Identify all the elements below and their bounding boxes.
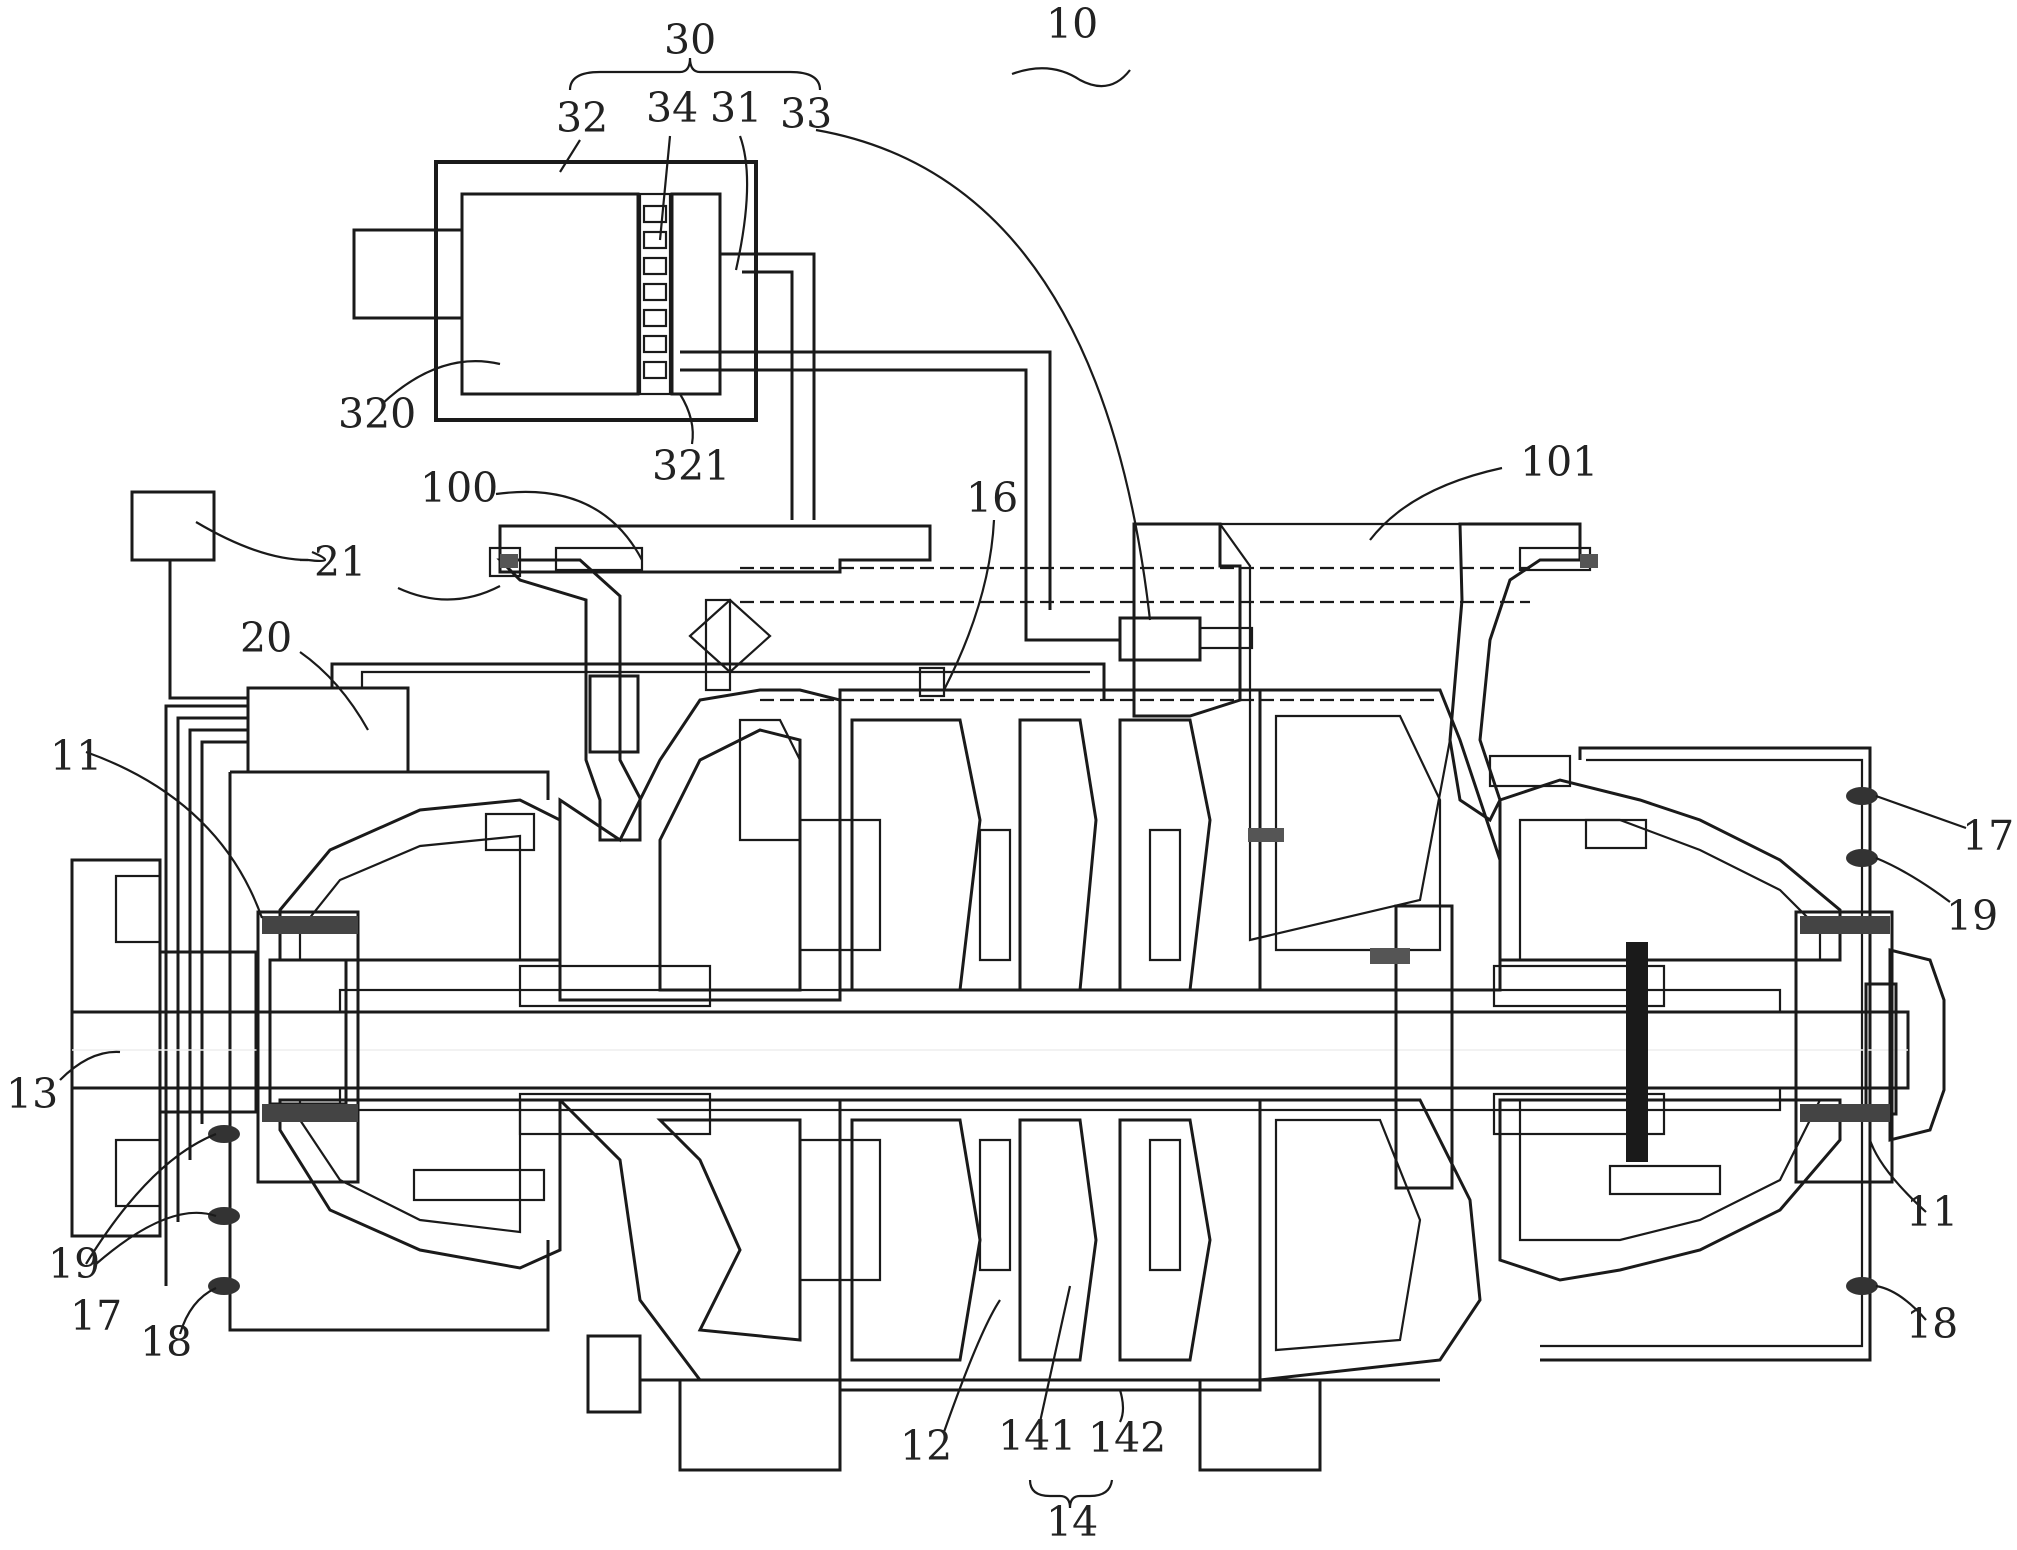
pipework [680, 254, 1252, 660]
right-wiring [1540, 748, 1870, 1360]
sensor-33 [1120, 618, 1200, 660]
label-31: 31 [710, 84, 762, 132]
label-34: 34 [646, 84, 698, 132]
control-unit-30 [354, 162, 756, 420]
label-101: 101 [1520, 438, 1598, 486]
label-30: 30 [664, 16, 716, 64]
label-17-left: 17 [70, 1292, 122, 1340]
label-11-left: 11 [50, 732, 102, 780]
label-18-left: 18 [140, 1318, 192, 1366]
label-33: 33 [780, 90, 832, 138]
bearing-left-11 [258, 912, 358, 1182]
pump-housing [490, 524, 1598, 940]
label-32: 32 [556, 94, 608, 142]
coupling-13 [72, 860, 256, 1236]
label-19-right: 19 [1946, 892, 1998, 940]
label-16: 16 [966, 474, 1018, 522]
valve-plate-34 [640, 194, 670, 394]
chamber-31 [672, 194, 720, 394]
label-321: 321 [652, 442, 730, 490]
label-100: 100 [420, 464, 498, 512]
label-13: 13 [6, 1070, 58, 1118]
label-141: 141 [998, 1412, 1076, 1460]
label-20: 20 [240, 614, 292, 662]
label-10: 10 [1046, 0, 1098, 48]
label-21: 21 [314, 538, 366, 586]
label-17-right: 17 [1962, 812, 2014, 860]
label-12: 12 [900, 1422, 952, 1470]
actuator-block [354, 230, 462, 318]
label-11-right: 11 [1906, 1188, 1958, 1236]
label-142: 142 [1088, 1414, 1166, 1462]
chamber-320 [462, 194, 638, 394]
label-18-right: 18 [1906, 1300, 1958, 1348]
valve-16 [690, 600, 944, 696]
pump-body [280, 676, 1840, 1470]
label-19-left: 19 [48, 1240, 100, 1288]
label-14: 14 [1046, 1498, 1098, 1546]
leader-lines [60, 58, 1966, 1508]
label-320: 320 [338, 390, 416, 438]
sensors-left [208, 1125, 240, 1295]
shaft-seals [520, 906, 1664, 1188]
